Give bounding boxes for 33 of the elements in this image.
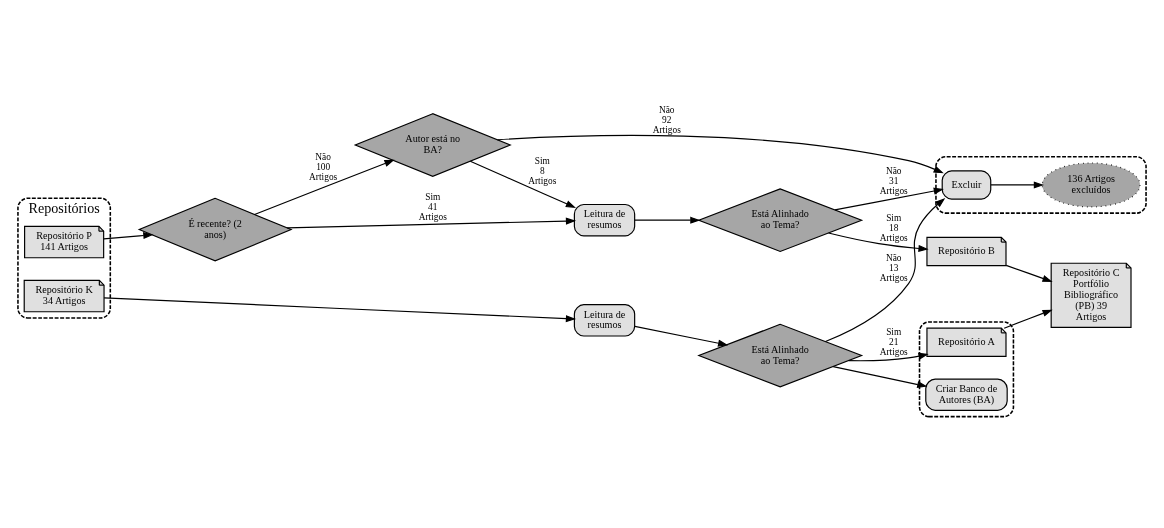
node-box: Leitura de resumos <box>573 203 636 237</box>
arrow <box>286 217 577 229</box>
node-box: Excluir <box>941 170 992 200</box>
edge-label: Sim 41 Artigos <box>418 191 447 222</box>
node-diamond: É recente? (2 anos) <box>137 197 293 262</box>
arrow <box>496 134 944 174</box>
node-ellipse: 136 Artigos excluídos <box>1041 162 1141 208</box>
node-diamond: Está Alinhado ao Tema? <box>697 323 864 388</box>
arrow <box>634 325 729 347</box>
arrow <box>634 216 701 224</box>
edge-label: Sim 18 Artigos <box>879 212 908 243</box>
arrow <box>1005 264 1053 282</box>
arrow <box>848 352 929 362</box>
arrow <box>254 159 395 216</box>
edge-label: Não 100 Artigos <box>309 151 338 182</box>
arrow <box>103 297 577 323</box>
node-box: Leitura de resumos <box>573 304 636 337</box>
edge-label: Não 92 Artigos <box>652 104 681 135</box>
arrow <box>103 231 154 240</box>
node-box: Criar Banco de Autores (BA) <box>925 378 1008 411</box>
arrow <box>1003 309 1053 329</box>
node-diamond: Autor está no BA? <box>353 113 512 177</box>
arrow <box>834 187 944 211</box>
edge-label: Sim 8 Artigos <box>528 155 557 186</box>
arrow <box>832 366 928 388</box>
arrow <box>469 160 576 208</box>
arrow <box>990 181 1044 189</box>
edge-label: Não 31 Artigos <box>879 165 908 197</box>
edge-label: Sim 21 Artigos <box>879 326 908 358</box>
edge-label: Não 13 Artigos <box>879 252 908 283</box>
arrow <box>827 232 929 253</box>
node-diamond: Está Alinhado ao Tema? <box>697 188 864 253</box>
arrow <box>824 198 946 343</box>
